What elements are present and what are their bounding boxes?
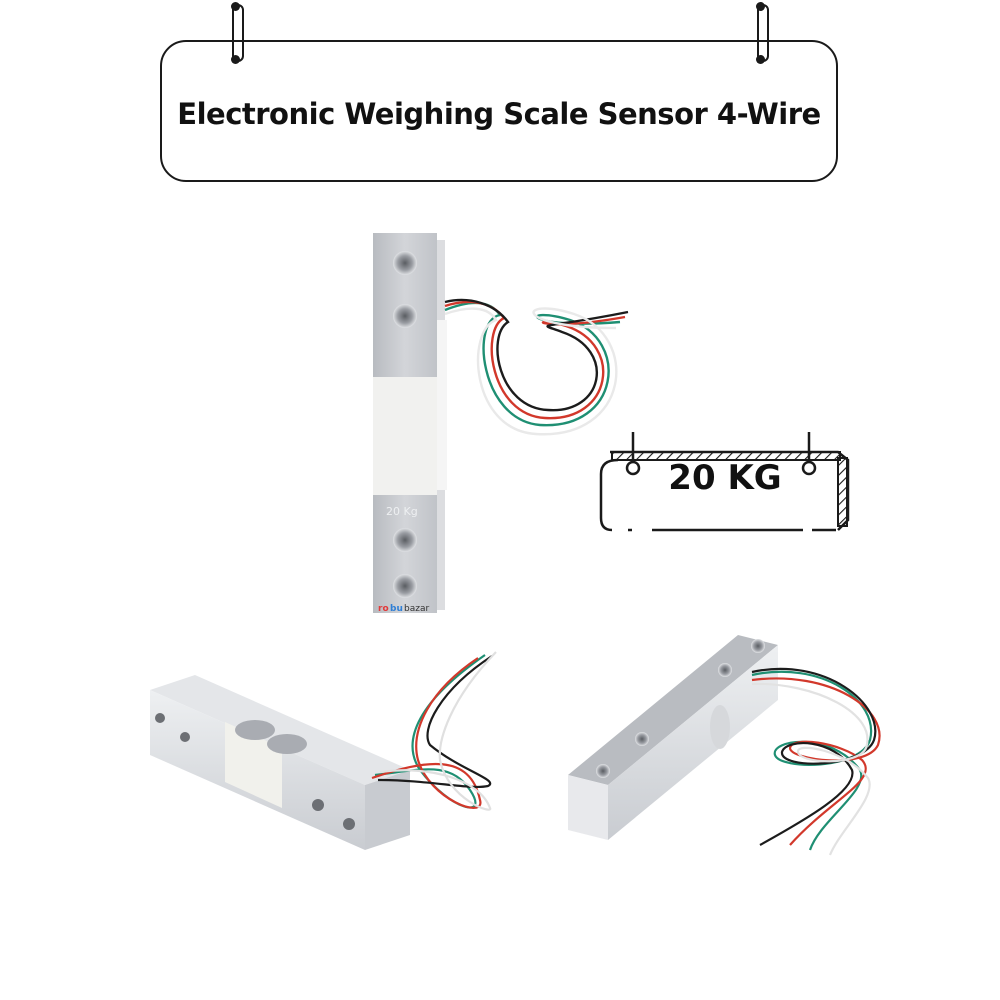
title-text: Electronic Weighing Scale Sensor 4-Wire <box>177 97 821 131</box>
hanging-sign-frame <box>599 432 850 532</box>
svg-text:ro: ro <box>378 604 389 614</box>
capacity-sign: 20 KG <box>598 428 852 538</box>
svg-text:bu: bu <box>390 604 403 614</box>
sign-hook-right <box>756 2 769 64</box>
title-sign: Electronic Weighing Scale Sensor 4-Wire <box>160 40 838 182</box>
engraving-20kg: 20 Kg <box>386 505 418 518</box>
sign-hook-left <box>231 2 244 64</box>
svg-text:bazar: bazar <box>404 604 429 614</box>
capacity-text: 20 KG <box>668 458 782 498</box>
